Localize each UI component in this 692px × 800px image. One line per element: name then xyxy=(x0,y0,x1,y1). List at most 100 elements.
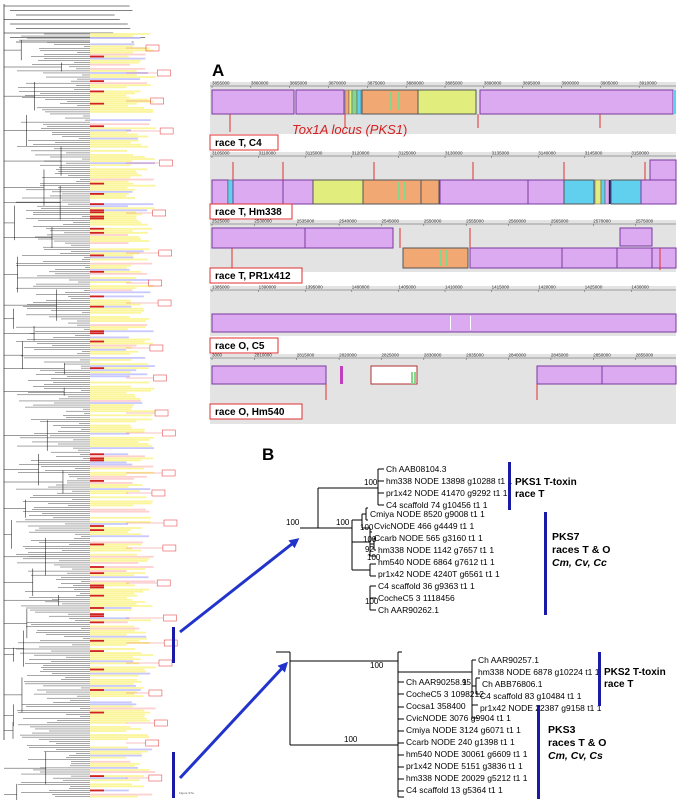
tree-leaf-label xyxy=(90,611,155,613)
tree-annotation-box xyxy=(148,279,162,287)
tree-leaf-label xyxy=(90,508,146,511)
taxon-label: hm338 NODE 1142 g7657 t1 1 xyxy=(378,545,494,555)
tree-leaf-label xyxy=(90,564,134,566)
block xyxy=(651,247,677,269)
bootstrap-value: 100 xyxy=(364,478,378,487)
tree-leaf-label xyxy=(90,348,127,351)
taxon-label: hm338 NODE 13898 g10288 t1 1 xyxy=(386,476,512,486)
tree-annotation-box xyxy=(149,344,164,352)
tree-leaf-label xyxy=(90,457,154,460)
tree-leaf-label xyxy=(90,475,147,478)
clade-label-pks7-line1: PKS7 xyxy=(552,531,580,543)
tree-leaf-label xyxy=(90,98,149,101)
taxon-label: pr1x42 NODE 41470 g9292 t1 1 xyxy=(386,488,508,498)
tree-leaf-label xyxy=(90,211,136,214)
tree-leaf-label xyxy=(90,272,147,275)
tree-leaf-label xyxy=(90,760,131,763)
tree-annotation-box xyxy=(154,719,168,727)
block xyxy=(295,89,345,115)
tree-leaf-label xyxy=(90,414,153,417)
clade-label-pks7-line3: Cm, Cv, Cc xyxy=(552,557,607,569)
tree-leaf-label xyxy=(90,283,137,285)
tree-leaf-label xyxy=(90,371,131,374)
tree-leaf-label xyxy=(90,82,147,85)
tree-leaf-label xyxy=(90,562,139,564)
tree-leaf-label xyxy=(90,322,148,324)
tree-annotation-box xyxy=(163,519,178,527)
clade-label-pks1-line1: PKS1 T-toxin xyxy=(515,477,577,488)
panel-b-label: B xyxy=(262,445,274,464)
ruler-tick-label: 2835000 xyxy=(466,353,484,358)
locus-label: Tox1A locus (PKS1) xyxy=(292,122,407,137)
tree-leaf-label xyxy=(90,190,133,193)
ruler-tick-label: 1400000 xyxy=(352,285,370,290)
tree-leaf-label xyxy=(90,275,146,277)
ruler-tick-label: 2530000 xyxy=(254,219,272,224)
tree-leaf-label xyxy=(90,80,134,83)
tree-leaf-label xyxy=(90,566,154,568)
tree-leaf-marker xyxy=(90,182,104,185)
tree-leaf-label xyxy=(90,584,136,587)
block xyxy=(351,89,358,115)
block-mark xyxy=(414,372,416,384)
taxon-label: Ccarb NODE 240 g1398 t1 1 xyxy=(406,737,515,747)
clade-label-pks3-line3: Cm, Cv, Cs xyxy=(548,750,603,762)
tree-leaf-label xyxy=(90,137,138,140)
tree-leaf-label xyxy=(90,387,155,390)
bootstrap-value: 95 xyxy=(462,678,471,687)
tree-leaf-marker xyxy=(90,529,104,531)
block xyxy=(601,365,677,385)
tree-leaf-label xyxy=(90,279,150,281)
tree-leaf-label xyxy=(90,689,141,691)
panel-a-label: A xyxy=(212,61,224,80)
ruler-tick-label: 1410000 xyxy=(445,285,463,290)
tree-leaf-label xyxy=(90,619,152,622)
tree-b-upper-tips xyxy=(369,585,376,611)
tree-annotation-box xyxy=(148,689,163,697)
tree-leaf-label xyxy=(90,334,151,337)
tree-leaf-label xyxy=(90,324,148,326)
block-mark xyxy=(440,250,442,266)
ruler-tick-label: 1420000 xyxy=(538,285,556,290)
tree-annotation-box xyxy=(152,209,166,217)
tree-leaf-label xyxy=(90,477,134,480)
tree-leaf-label xyxy=(90,633,127,636)
tree-leaf-label xyxy=(90,664,156,667)
taxon-label: hm540 NODE 6864 g7612 t1 1 xyxy=(378,557,495,567)
clade-label-pks2-line2: race T xyxy=(604,679,633,690)
ruler-tick-label: 2570000 xyxy=(593,219,611,224)
tree-annotation-box xyxy=(158,249,172,257)
tree-leaf-label xyxy=(90,523,129,525)
ruler-tick-label: 3910000 xyxy=(639,81,657,86)
tree-leaf-marker xyxy=(90,217,104,220)
tree-leaf-marker xyxy=(90,711,104,714)
tree-leaf-label xyxy=(90,373,148,376)
taxon-label: C4 scaffold 74 g10456 t1 1 xyxy=(386,500,488,510)
tree-leaf-label xyxy=(90,158,155,160)
tree-leaf-marker xyxy=(90,270,104,273)
tree-leaf-label xyxy=(90,111,153,113)
taxon-label: Ccarb NODE 565 g3160 t1 1 xyxy=(374,533,483,543)
tree-leaf-label xyxy=(90,586,139,589)
tree-leaf-label xyxy=(90,262,153,265)
tree-leaf-marker xyxy=(90,295,104,298)
tree-leaf-label xyxy=(90,219,139,222)
tree-leaf-label xyxy=(90,504,134,507)
tree-leaf-label xyxy=(90,176,131,179)
taxon-label: Cmiya NODE 3124 g6071 t1 1 xyxy=(406,725,521,735)
tree-leaf-label xyxy=(90,672,151,675)
tree-leaf-label xyxy=(90,338,151,341)
ruler-tick-label: 2560000 xyxy=(509,219,527,224)
tree-leaf-label xyxy=(90,609,132,611)
tree-leaf-label xyxy=(90,375,131,378)
clade-label-pks3-line1: PKS3 xyxy=(548,724,576,736)
tree-leaf-label xyxy=(90,449,150,452)
tree-leaf-label xyxy=(90,494,131,497)
block xyxy=(649,159,677,181)
tree-leaf-label xyxy=(90,537,134,540)
block xyxy=(616,247,653,269)
track-label: race T, PR1x412 xyxy=(215,271,291,282)
tree-leaf-marker xyxy=(90,615,104,618)
